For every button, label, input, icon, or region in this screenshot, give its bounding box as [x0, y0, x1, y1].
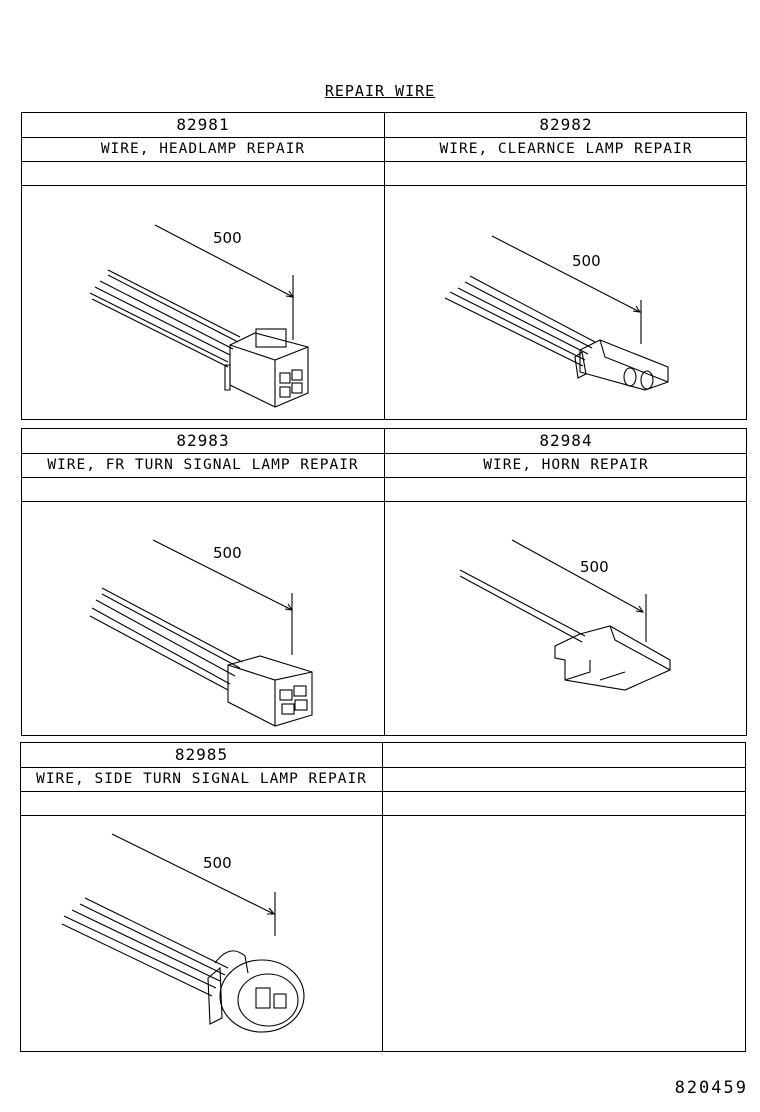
headlamp-wire-illustration: 500	[89, 224, 309, 408]
part-name-82983: WIRE, FR TURN SIGNAL LAMP REPAIR	[47, 457, 359, 473]
row-part-names	[21, 768, 745, 792]
panel-row-2: 82983 82984 WIRE, FR TURN SIGNAL LAMP RE…	[21, 428, 747, 736]
dimension-label: 500	[572, 252, 601, 270]
fr-turn-signal-wire-illustration: 500	[89, 539, 313, 727]
part-number-82983: 82983	[176, 431, 230, 450]
side-turn-signal-wire-illustration: 500	[61, 833, 305, 1033]
dimension-label: 500	[580, 558, 609, 576]
figure-code: 820459	[674, 1078, 748, 1098]
clearance-lamp-wire-illustration: 500	[444, 235, 669, 391]
panel-row-3: 82985 WIRE, SIDE TURN SIGNAL LAMP REPAIR	[20, 742, 746, 1052]
part-name-82985: WIRE, SIDE TURN SIGNAL LAMP REPAIR	[36, 771, 367, 787]
part-number-82982: 82982	[539, 115, 593, 134]
part-number-82985: 82985	[174, 745, 229, 764]
horn-wire-illustration: 500	[459, 539, 671, 691]
part-number-82984: 82984	[539, 431, 593, 450]
dimension-label: 500	[213, 229, 242, 247]
panel-row-1: 82981 82982 WIRE, HEADLAMP REPAIR WIRE, …	[21, 112, 747, 420]
part-name-82984: WIRE, HORN REPAIR	[483, 457, 649, 473]
row-blank	[21, 792, 745, 816]
part-name-82981: WIRE, HEADLAMP REPAIR	[100, 141, 306, 157]
row-part-numbers	[21, 743, 745, 768]
part-name-82982: WIRE, CLEARNCE LAMP REPAIR	[439, 141, 693, 157]
dimension-label: 500	[213, 544, 242, 562]
dimension-label: 500	[203, 854, 232, 872]
part-number-82981: 82981	[176, 115, 230, 134]
page-title: REPAIR WIRE	[324, 82, 436, 100]
